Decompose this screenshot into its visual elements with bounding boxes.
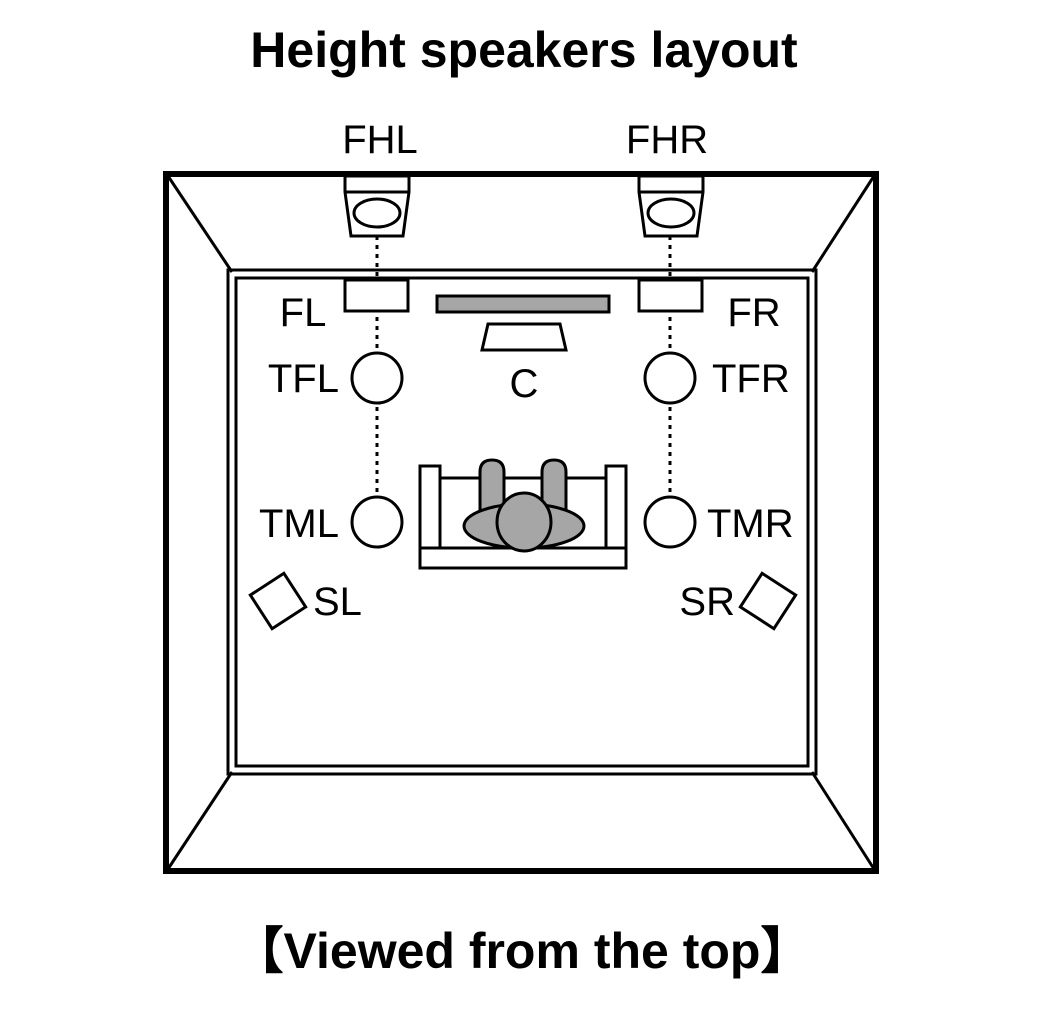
room-outer-wall [163,171,879,874]
label-fr: FR [727,291,780,335]
label-fl: FL [280,291,327,335]
speaker-fhl [343,174,411,238]
caption: 【Viewed from the top】 [234,923,811,979]
screen-icon [435,294,611,314]
label-tfr: TFR [712,357,790,401]
speaker-tfl-icon [350,351,404,405]
fhr-speaker-cone [646,197,696,229]
room-inner-wall [226,268,818,776]
speaker-fl-icon [343,278,410,313]
speaker-fhr [637,174,705,238]
fhl-speaker-cone [352,197,402,229]
label-c: C [510,362,539,406]
room-corner-bottom-right [810,771,876,870]
speaker-tmr-icon [643,495,697,549]
listener-sofa [418,458,628,570]
sofa-right-arm [604,464,628,550]
room-corner-top-left [166,175,234,273]
room-floor-edge [234,276,810,768]
room [163,171,879,874]
sofa-left-arm [418,464,442,550]
label-tmr: TMR [707,502,794,546]
speaker-tfr-icon [643,351,697,405]
speaker-c-icon [480,322,568,352]
speaker-fr-icon [637,278,704,313]
label-tfl: TFL [268,357,339,401]
label-fhr: FHR [626,118,708,162]
label-tml: TML [259,502,339,546]
speaker-sl-icon [248,571,308,631]
room-corner-top-right [810,175,876,273]
label-fhl: FHL [342,118,418,162]
room-corner-bottom-left [166,771,234,870]
label-sr: SR [679,580,735,624]
alignment-lines [375,236,672,497]
listener-head [495,491,553,553]
speaker-tml-icon [350,495,404,549]
diagram-title: Height speakers layout [250,22,798,78]
label-sl: SL [313,580,362,624]
speaker-sr-icon [738,571,798,631]
